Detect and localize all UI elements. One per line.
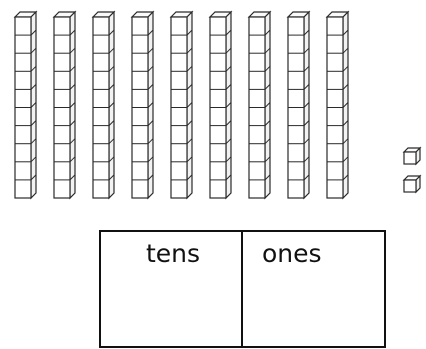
tens-rod (249, 12, 270, 198)
tens-rods-group (15, 12, 348, 198)
tens-rod (288, 12, 309, 198)
cube-front-face (404, 152, 416, 164)
tens-rod (132, 12, 153, 198)
tens-header: tens (146, 239, 200, 268)
tens-rod (171, 12, 192, 198)
ones-cube (404, 176, 420, 192)
ones-cube (404, 148, 420, 164)
tens-rod (327, 12, 348, 198)
tens-rod (15, 12, 36, 198)
tens-rod (210, 12, 231, 198)
place-value-chart: tens ones (99, 231, 386, 347)
tens-rod (93, 12, 114, 198)
ones-header: ones (262, 239, 322, 268)
cube-front-face (404, 180, 416, 192)
tens-rod (54, 12, 75, 198)
ones-cubes-group (404, 148, 420, 192)
